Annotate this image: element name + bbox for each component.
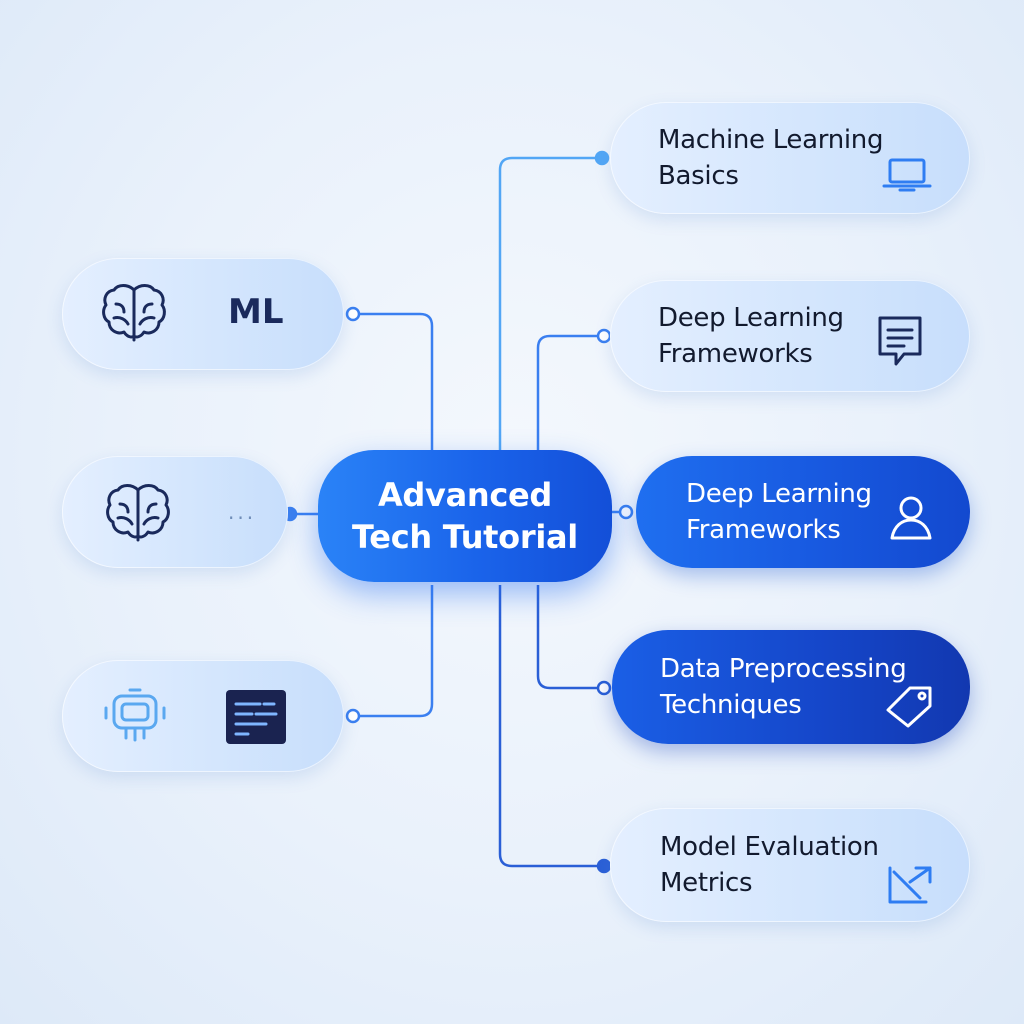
- connector-dot: [596, 858, 612, 874]
- pen-ruler-icon: [888, 866, 932, 904]
- connector-left-1: [353, 312, 434, 450]
- user-icon: [890, 496, 932, 540]
- connector-dot: [345, 306, 361, 322]
- node-robot-code[interactable]: [62, 660, 344, 772]
- node-machine-learning-basics-label: Machine Learning Basics: [658, 125, 884, 191]
- connector-right-4: [536, 585, 602, 690]
- document-icon: [878, 316, 922, 366]
- connector-dot: [596, 328, 612, 344]
- node-deep-learning-frameworks-1-label: Deep Learning Frameworks: [658, 303, 844, 369]
- node-machine-learning-basics[interactable]: Machine Learning Basics: [610, 102, 970, 214]
- connector-right-1: [498, 156, 600, 450]
- laptop-icon: [882, 158, 932, 192]
- node-more-label: ...: [228, 500, 257, 524]
- tag-icon: [886, 686, 932, 728]
- connector-right-5: [498, 585, 602, 868]
- connector-dot: [596, 680, 612, 696]
- robot-icon: [104, 688, 166, 742]
- brain-icon: [102, 284, 166, 342]
- center-node-label: Advanced Tech Tutorial: [352, 476, 578, 556]
- code-editor-icon: [226, 690, 286, 744]
- node-model-evaluation-metrics-label: Model Evaluation Metrics: [660, 832, 879, 898]
- connector-left-3: [353, 585, 434, 718]
- node-data-preprocessing[interactable]: Data Preprocessing Techniques: [612, 630, 970, 744]
- connector-dot: [594, 150, 610, 166]
- connector-dot: [345, 708, 361, 724]
- node-deep-learning-frameworks-2-label: Deep Learning Frameworks: [686, 479, 872, 545]
- node-data-preprocessing-label: Data Preprocessing Techniques: [660, 654, 907, 720]
- node-ml-label: ML: [228, 292, 284, 332]
- brain-icon: [106, 484, 170, 542]
- connector-right-2: [536, 334, 602, 450]
- node-ml[interactable]: ML: [62, 258, 344, 370]
- connector-dot: [618, 504, 634, 520]
- node-deep-learning-frameworks-1[interactable]: Deep Learning Frameworks: [610, 280, 970, 392]
- node-model-evaluation-metrics[interactable]: Model Evaluation Metrics: [610, 808, 970, 922]
- center-node[interactable]: Advanced Tech Tutorial: [318, 450, 612, 582]
- node-deep-learning-frameworks-2[interactable]: Deep Learning Frameworks: [636, 456, 970, 568]
- node-more[interactable]: ...: [62, 456, 288, 568]
